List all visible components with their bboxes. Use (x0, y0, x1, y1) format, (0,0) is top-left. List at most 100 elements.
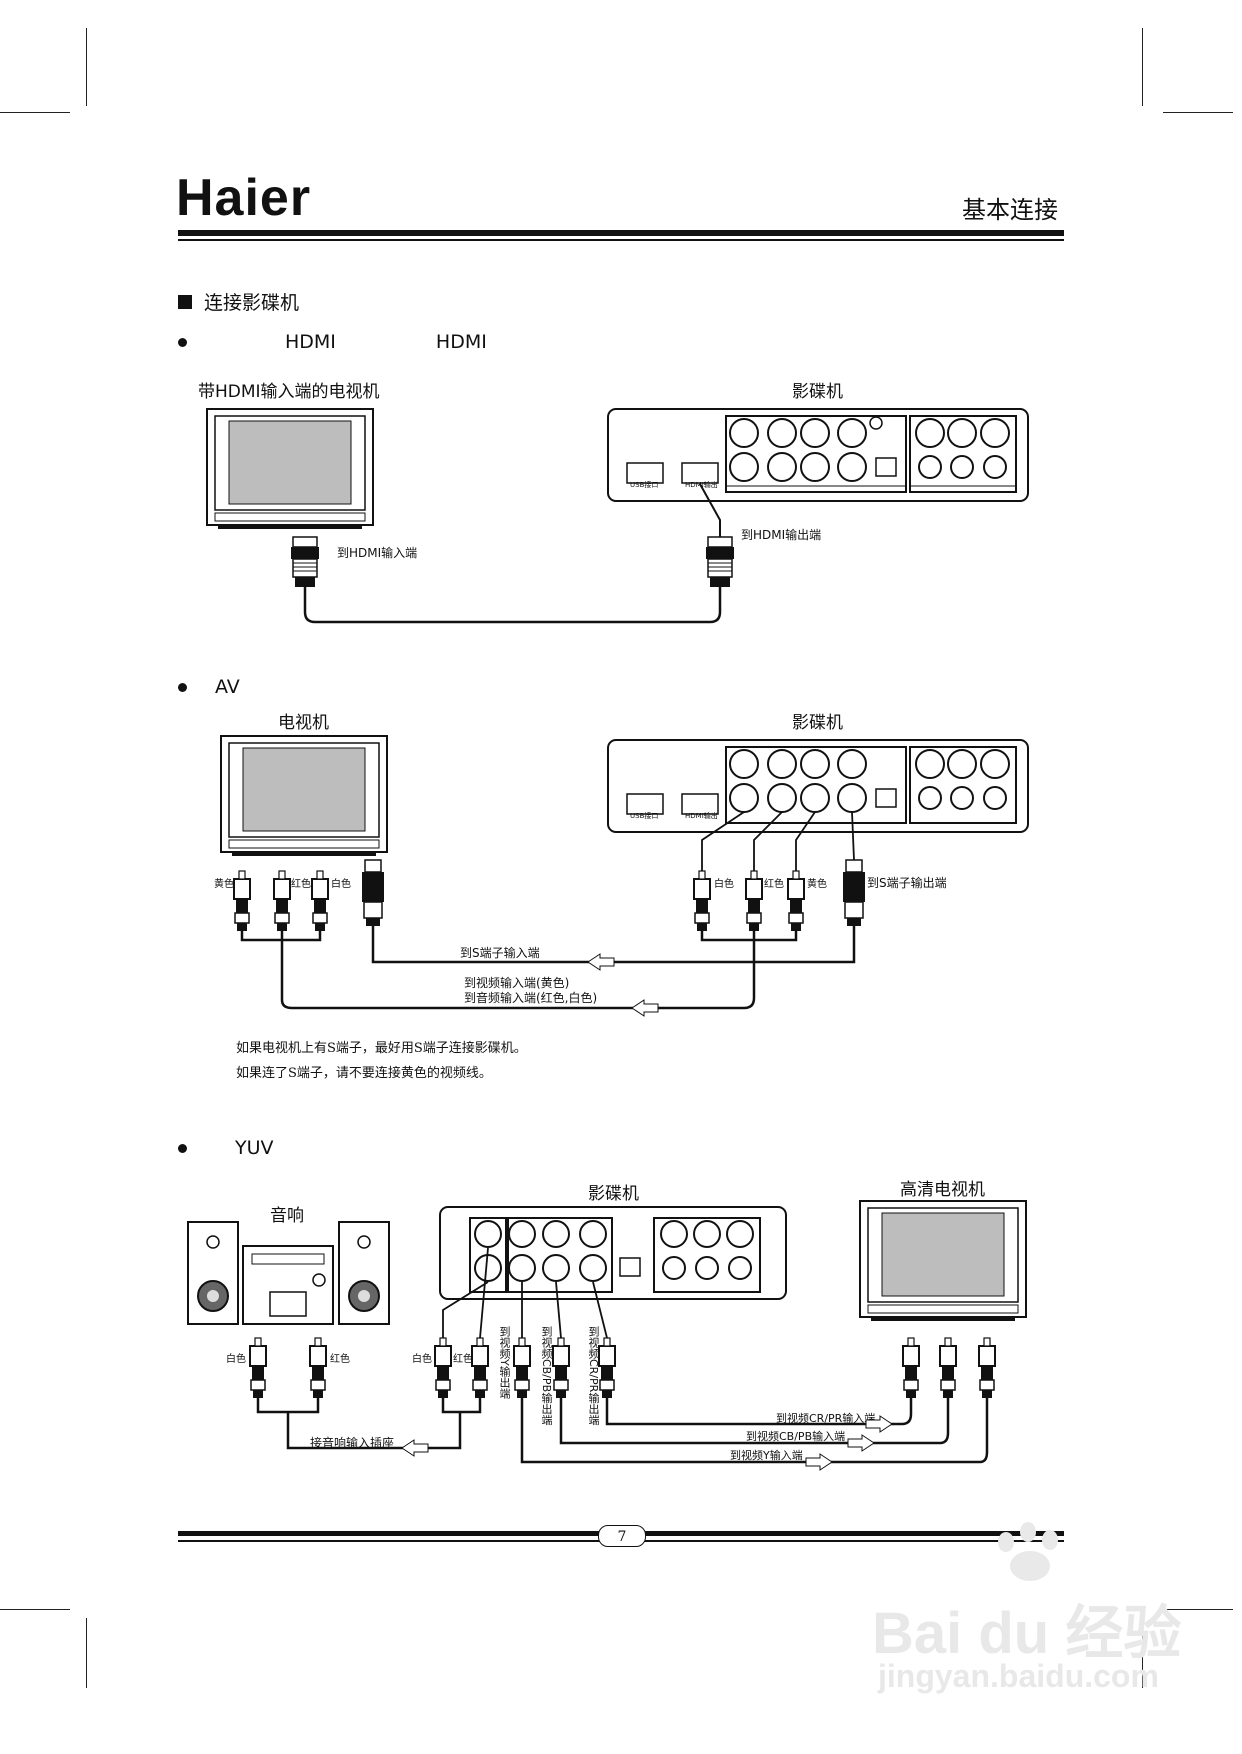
direction-arrow (587, 953, 615, 971)
av-note-line2: 如果连了S端子，请不要连接黄色的视频线。 (236, 1066, 492, 1081)
yuv-vertical-label: 到视频CB/PB输出端 (540, 1326, 553, 1426)
crop-mark (86, 28, 87, 106)
yuv-to-cr-label: 到视频CR/PR输入端 (776, 1412, 876, 1425)
rca-plug (939, 1337, 957, 1399)
rca-plug (787, 870, 805, 932)
baidu-watermark: Bai du 经验 (872, 1601, 1182, 1666)
crop-mark (1142, 1618, 1143, 1688)
bullet-yuv: YUV (178, 1137, 274, 1159)
hdmi-player-port-label: 到HDMI输出端 (741, 528, 822, 542)
yuv-player (439, 1206, 787, 1300)
bullet-dot-icon (178, 1143, 187, 1153)
page-number: 7 (617, 1529, 627, 1545)
hdmi-plug (705, 536, 735, 588)
section-title: 连接影碟机 (178, 288, 299, 315)
panel-usb-label: USB接口 (630, 481, 659, 489)
rca-plug (978, 1337, 996, 1399)
paw-watermark-icon (998, 1522, 1058, 1581)
av-tv-bundle (240, 931, 322, 942)
av-player-plug-label: 白色 (714, 879, 734, 890)
hdtv (859, 1200, 1027, 1321)
av-player-plug-label: 黄色 (807, 879, 827, 890)
panel-hdmi-label: HDMI输出 (685, 481, 718, 489)
baidu-watermark-url: jingyan.baidu.com (878, 1658, 1159, 1694)
av-player (607, 739, 1029, 833)
crop-mark (86, 1618, 87, 1688)
bullet-av: AV (178, 676, 240, 698)
crop-mark (1142, 28, 1143, 106)
header-rule (178, 230, 1064, 236)
s-video-plug (362, 859, 384, 926)
rca-plug (552, 1337, 570, 1399)
rca-plug (249, 1337, 267, 1399)
rca-plug (273, 870, 291, 932)
hdmi-cable (303, 587, 722, 624)
bullet-dot-icon (178, 337, 187, 347)
av-player-leads (701, 811, 855, 871)
bullet-av-code: AV (215, 676, 240, 698)
crop-mark (1163, 112, 1233, 113)
crop-mark (0, 112, 70, 113)
hdmi-tv-port-label: 到HDMI输入端 (337, 546, 418, 560)
yuv-hdtv-label: 高清电视机 (900, 1180, 985, 1200)
direction-arrow (401, 1439, 429, 1457)
hdmi-tv (206, 408, 374, 529)
rca-plug (745, 870, 763, 932)
rca-plug (311, 870, 329, 932)
av-tv-label: 电视机 (278, 713, 329, 733)
page-header-title: 基本连接 (962, 196, 1058, 224)
crop-mark (0, 1609, 70, 1610)
yuv-vertical-label: 到视频CR/PR输出端 (587, 1326, 600, 1426)
yuv-cr-cable (605, 1398, 913, 1426)
yuv-to-cb-label: 到视频CB/PB输入端 (746, 1430, 846, 1443)
rca-plug (233, 870, 251, 932)
hdmi-player (607, 408, 1029, 502)
rca-plug (598, 1337, 616, 1399)
av-s-cable (371, 926, 856, 964)
av-player-bundle (700, 931, 798, 942)
direction-arrow (631, 999, 659, 1017)
haier-logo: Haier (176, 169, 312, 227)
av-s-out-label: 到S端子输出端 (867, 876, 947, 890)
rca-plug (513, 1337, 531, 1399)
av-tv-plug-label: 红色 (291, 879, 311, 890)
direction-arrow (805, 1453, 833, 1471)
av-audio-in-label: 到音频输入端(红色,白色) (464, 991, 598, 1005)
s-video-plug (843, 859, 865, 926)
yuv-audio-cable (256, 1398, 482, 1450)
av-player-plug-label: 红色 (764, 879, 784, 890)
square-bullet-icon (178, 294, 192, 309)
av-tv (220, 735, 388, 856)
panel-usb-label: USB接口 (630, 812, 659, 820)
av-composite-cable (280, 940, 756, 1010)
panel-hdmi-label: HDMI输出 (685, 812, 718, 820)
av-s-in-label: 到S端子输入端 (460, 946, 540, 960)
av-tv-plug-label: 白色 (331, 879, 351, 890)
yuv-to-y-label: 到视频Y输入端 (730, 1449, 803, 1462)
yuv-vertical-label: 到视频Y输出端 (498, 1326, 511, 1399)
direction-arrow (847, 1434, 875, 1452)
rca-plug (434, 1337, 452, 1399)
yuv-player-leads (442, 1247, 608, 1339)
page-number-badge: 7 (598, 1525, 646, 1547)
yuv-y-cable (520, 1398, 989, 1464)
stereo-system (187, 1221, 390, 1325)
av-note-line1: 如果电视机上有S端子，最好用S端子连接影碟机。 (236, 1041, 527, 1056)
rca-plug (471, 1337, 489, 1399)
rca-plug (693, 870, 711, 932)
crop-mark (1163, 1609, 1233, 1610)
yuv-player-plug-label: 红色 (453, 1354, 473, 1365)
bullet-hdmi-code1: HDMI (285, 331, 336, 353)
hdmi-player-lead (699, 483, 721, 537)
direction-arrow (865, 1415, 893, 1433)
yuv-stereo-plug-label: 红色 (330, 1354, 350, 1365)
bullet-dot-icon (178, 682, 187, 692)
bullet-hdmi-code2: HDMI (435, 331, 487, 353)
yuv-player-label: 影碟机 (588, 1184, 639, 1204)
rca-plug (902, 1337, 920, 1399)
yuv-to-audio-label: 接音响输入插座 (310, 1436, 395, 1450)
rca-plug (309, 1337, 327, 1399)
yuv-stereo-label: 音响 (270, 1206, 304, 1226)
section-title-text: 连接影碟机 (204, 292, 300, 314)
